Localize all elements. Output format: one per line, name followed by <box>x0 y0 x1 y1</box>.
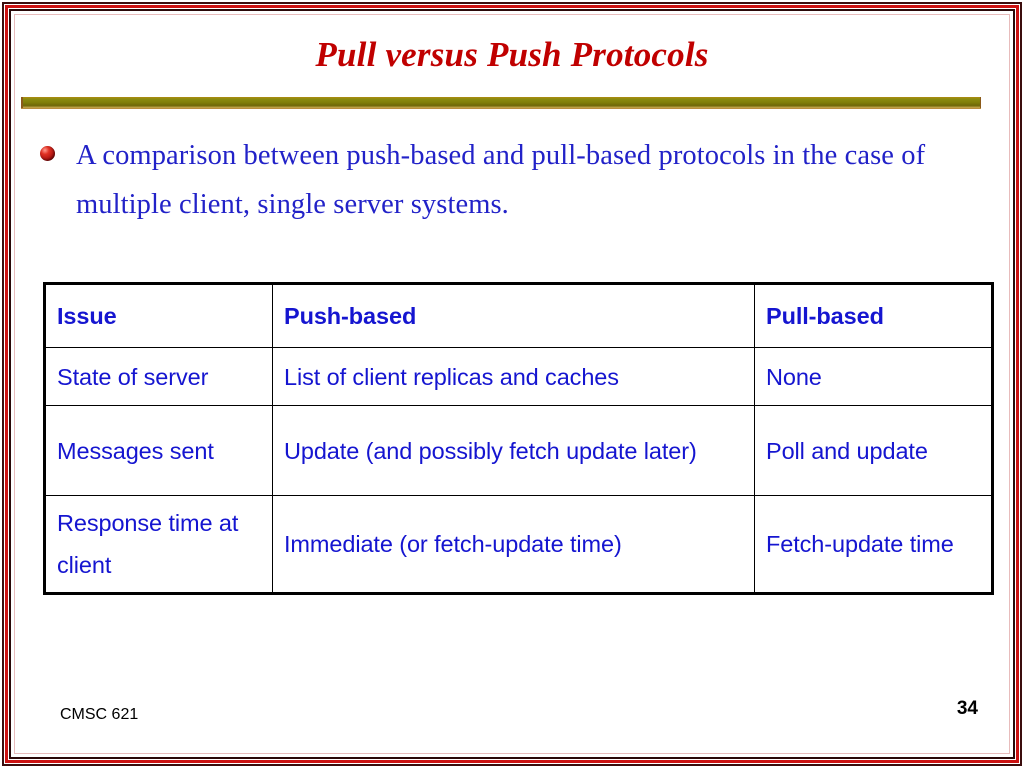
table-header-push-based: Push-based <box>272 283 755 348</box>
comparison-table-wrapper: Issue Push-based Pull-based State of ser… <box>43 282 994 595</box>
slide-content: Pull versus Push Protocols A comparison … <box>18 18 1006 750</box>
table-header-pull-based: Pull-based <box>754 283 993 348</box>
table-cell-issue: Response time at client <box>44 495 273 594</box>
bullet-item: A comparison between push-based and pull… <box>40 131 970 229</box>
table-cell-pull-based: None <box>754 347 993 406</box>
bullet-item-text: A comparison between push-based and pull… <box>76 140 926 220</box>
table-cell-issue: State of server <box>44 347 273 406</box>
table-cell-push-based: Update (and possibly fetch update later) <box>272 405 755 496</box>
table-row: Response time at client Immediate (or fe… <box>44 495 993 594</box>
table-cell-issue: Messages sent <box>44 405 273 496</box>
table-row: Messages sent Update (and possibly fetch… <box>44 405 993 496</box>
table-cell-pull-based: Poll and update <box>754 405 993 496</box>
footer-slide-number: 34 <box>956 698 978 719</box>
title-divider-bar <box>21 97 981 108</box>
table-row: State of server List of client replicas … <box>44 347 993 406</box>
table-header-issue: Issue <box>44 283 273 348</box>
footer-course-label: CMSC 621 <box>60 706 139 723</box>
table-cell-push-based: List of client replicas and caches <box>272 347 755 406</box>
table-cell-pull-based: Fetch-update time <box>754 495 993 594</box>
red-sphere-bullet-icon <box>40 146 55 161</box>
table-header-row: Issue Push-based Pull-based <box>44 283 993 348</box>
comparison-table: Issue Push-based Pull-based State of ser… <box>43 282 994 595</box>
slide-title: Pull versus Push Protocols <box>315 35 709 74</box>
table-cell-push-based: Immediate (or fetch-update time) <box>272 495 755 594</box>
